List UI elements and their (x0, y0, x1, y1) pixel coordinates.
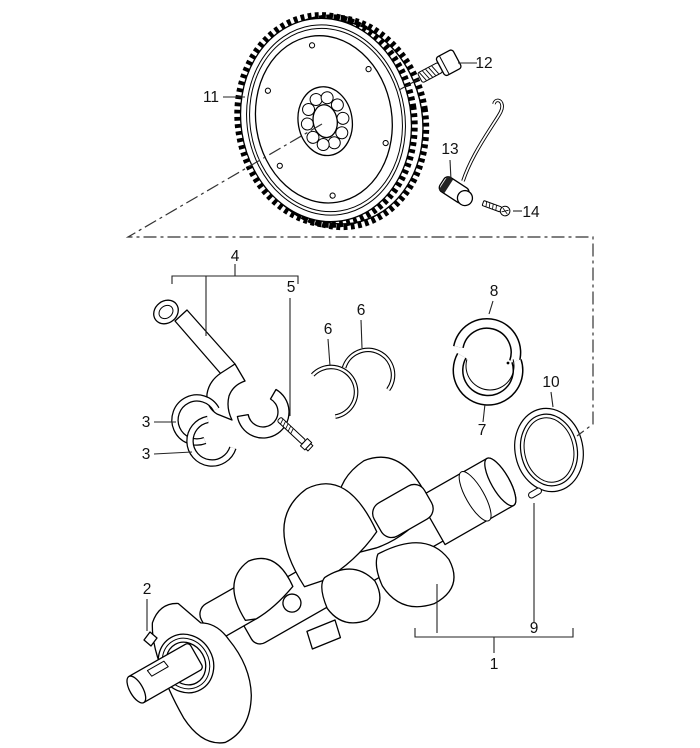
bearing-shell-lining-line (465, 359, 515, 391)
position-sensor-drawing (438, 176, 474, 207)
part-label-7: 7 (478, 422, 487, 439)
sensor-bolt-shank (481, 200, 502, 213)
flywheel-ring-gear-teeth (234, 12, 418, 228)
rod-bearing-shell-upper-drawing (171, 394, 220, 446)
leader-3-lower (153, 451, 193, 455)
part-label-5: 5 (287, 279, 296, 296)
part-label-11: 11 (203, 89, 219, 106)
sealing-ring-drawing (514, 407, 584, 493)
crankshaft-rear-crankpin (372, 483, 434, 539)
sensor-bolt-head-hex (501, 207, 509, 215)
rod-bolt-drawing (277, 417, 314, 452)
connecting-rod-drawing (153, 299, 290, 439)
sensor-bolt-drawing (481, 200, 511, 217)
flywheel-bolt-pointer-line (398, 78, 420, 91)
leader-6-right (360, 319, 363, 349)
crankshaft-counterweight-rear-lower (375, 542, 455, 608)
flywheel-bolt-holes (300, 91, 350, 152)
bracket-1 (414, 584, 574, 653)
sealing-ring-inner-lip (523, 417, 575, 483)
crankshaft-drawing (126, 456, 517, 744)
leader-10 (550, 391, 554, 408)
flywheel-face-holes (264, 42, 389, 199)
main-bearing-shell-upper-drawing (452, 317, 522, 365)
leader-8 (488, 300, 494, 315)
crankshaft-nose-keyway-slot (146, 660, 169, 677)
leader-6-left (327, 338, 331, 367)
part-label-2: 2 (143, 581, 152, 598)
part-label-1: 1 (490, 656, 499, 673)
crankshaft-rear-groove (458, 471, 492, 522)
crankshaft-web-tab (306, 619, 342, 650)
connecting-rod-shaft (174, 309, 236, 375)
connecting-rod-big-end-fork (206, 363, 246, 421)
connecting-rod-small-end-bore (158, 304, 174, 320)
sensor-band (438, 176, 454, 194)
part-label-8: 8 (490, 283, 499, 300)
dowel-pin-drawing (528, 487, 542, 499)
rod-bearing-shell-lower-drawing (186, 415, 237, 467)
rod-bolt-head-tip (305, 443, 314, 452)
bearing-shell-dimple (506, 361, 510, 365)
crankshaft-web-front-upper (233, 557, 294, 622)
sensor-bolt-thread-lines (485, 201, 497, 211)
part-label-13: 13 (441, 141, 458, 158)
rod-bolt-thread-lines (280, 419, 294, 434)
thrust-washer-left-drawing (311, 364, 359, 419)
sensor-cable (461, 98, 504, 182)
leader-7 (482, 403, 486, 423)
thrust-washer-right-drawing (341, 347, 396, 392)
part-label-12: 12 (475, 55, 492, 72)
leader-lines (146, 62, 574, 653)
flywheel-bolt-head (435, 49, 462, 77)
part-number-labels: 11 12 13 14 4 5 6 6 8 7 10 3 3 2 9 1 (142, 55, 560, 673)
leader-13 (449, 159, 452, 181)
sensor-boss (456, 189, 474, 207)
crankshaft-counterweight-mid-upper (283, 483, 378, 588)
part-label-3-upper: 3 (142, 414, 151, 431)
crankshaft-web-mid-lower (321, 568, 381, 624)
bracket-4 (171, 264, 299, 336)
part-label-6-left: 6 (324, 321, 333, 338)
flywheel-bolt-head-edge (439, 56, 450, 75)
part-label-3-lower: 3 (142, 446, 151, 463)
flywheel-center-bore (312, 104, 338, 139)
flywheel-bolt-drawing (417, 49, 462, 83)
part-label-9: 9 (530, 620, 539, 637)
woodruff-key-drawing (143, 631, 158, 647)
assembly-centerline-boundary (125, 123, 594, 437)
crankshaft-oil-hole (282, 593, 302, 613)
flywheel-rim-ring-outer (246, 24, 406, 216)
connecting-rod-bearing-cap (236, 388, 290, 439)
part-label-4: 4 (231, 248, 240, 265)
flywheel-bolt-thread-lines (419, 65, 440, 81)
part-label-6-right: 6 (357, 302, 366, 319)
crankshaft-nose-end-face (126, 675, 147, 704)
flywheel-rim-ring-inner (249, 27, 403, 213)
crankshaft-rear-end-face (484, 457, 517, 507)
flywheel-drawing (234, 12, 430, 231)
main-bearing-shell-lower-drawing (452, 353, 524, 406)
part-label-10: 10 (542, 374, 560, 391)
part-label-14: 14 (522, 204, 540, 221)
